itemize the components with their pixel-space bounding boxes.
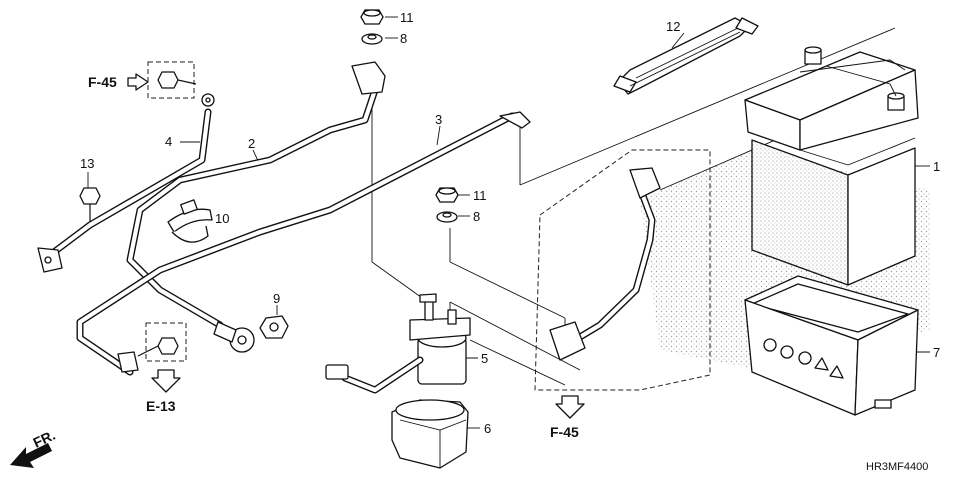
callout-3: 3 xyxy=(435,112,442,127)
callout-11-mid: 11 xyxy=(473,188,487,203)
wire-2 xyxy=(126,61,386,353)
dashed-groups xyxy=(145,61,711,391)
callout-8-top: 8 xyxy=(400,31,407,46)
ref-f45-bottom[interactable]: F-45 xyxy=(550,424,579,440)
starter-relay-5 xyxy=(325,293,471,394)
arrow-f45-bottom xyxy=(555,395,585,419)
relay-cable xyxy=(549,167,661,361)
bolt-13 xyxy=(79,187,101,222)
callout-7: 7 xyxy=(933,345,940,360)
fr-direction-arrow xyxy=(10,443,52,468)
ref-f45-top[interactable]: F-45 xyxy=(88,74,117,90)
nut-11-mid xyxy=(435,187,459,203)
relay-holder-6 xyxy=(391,399,469,469)
clamp-10 xyxy=(167,199,213,243)
washer-8-top xyxy=(361,33,383,45)
nut-11-top xyxy=(360,9,384,25)
diagram-code: HR3MF4400 xyxy=(866,461,928,473)
callout-5: 5 xyxy=(481,351,488,366)
callout-13: 13 xyxy=(80,156,94,171)
wire-3 xyxy=(76,111,531,376)
callout-1: 1 xyxy=(933,159,940,174)
callout-4: 4 xyxy=(165,134,172,149)
callout-12: 12 xyxy=(666,19,680,34)
callout-10: 10 xyxy=(215,211,229,226)
callout-2: 2 xyxy=(248,136,255,151)
battery xyxy=(744,46,919,286)
fr-label: FR. xyxy=(31,427,58,451)
ref-e13[interactable]: E-13 xyxy=(146,398,176,414)
battery-band xyxy=(613,17,759,95)
callouts: 1 2 3 4 5 6 7 8 8 9 10 11 11 12 13 xyxy=(80,10,940,436)
arrow-e13 xyxy=(151,369,181,393)
callout-8-mid: 8 xyxy=(473,209,480,224)
nut-9 xyxy=(259,315,289,339)
arrow-f45-top xyxy=(127,73,149,91)
wire-4 xyxy=(37,93,215,273)
callout-11-top: 11 xyxy=(400,10,414,25)
bolt-top-ref xyxy=(157,71,197,89)
bolt-e13-ref xyxy=(137,337,179,357)
washer-8-mid xyxy=(436,211,458,223)
battery-tray xyxy=(744,275,919,416)
callout-6: 6 xyxy=(484,421,491,436)
callout-9: 9 xyxy=(273,291,280,306)
